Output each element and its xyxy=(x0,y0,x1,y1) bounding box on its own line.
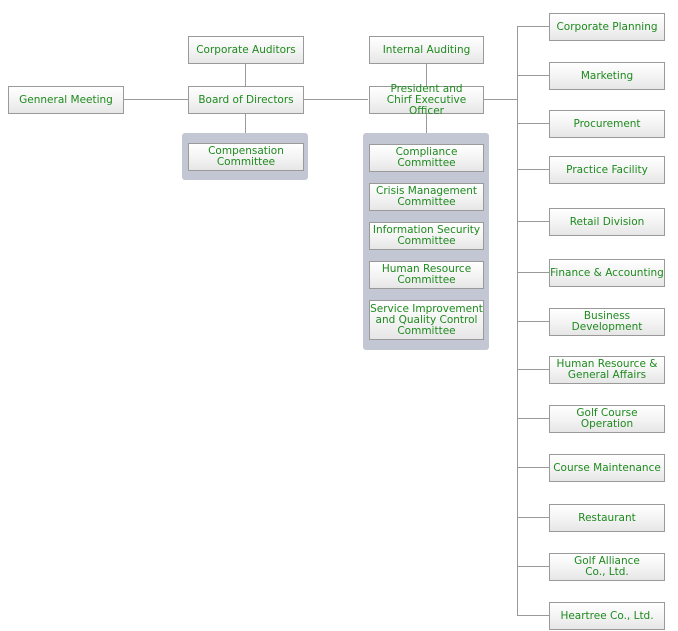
connector-board-compensation xyxy=(245,113,246,133)
president-ceo-box[interactable]: President and Chirf Executive Officer xyxy=(369,83,484,116)
department-connector xyxy=(517,169,549,170)
department-box[interactable]: Human Resource & General Affairs xyxy=(549,356,665,384)
department-connector xyxy=(517,615,549,616)
department-connector xyxy=(517,321,549,322)
committee-box[interactable]: Service Improvement and Quality Control … xyxy=(369,300,484,340)
department-box[interactable]: Procurement xyxy=(549,110,665,138)
internal-auditing-box[interactable]: Internal Auditing xyxy=(369,36,484,64)
department-connector xyxy=(517,467,549,468)
department-box[interactable]: Golf Alliance Co., Ltd. xyxy=(549,553,665,581)
department-box[interactable]: Marketing xyxy=(549,62,665,90)
committee-box[interactable]: Information Security Committee xyxy=(369,222,484,250)
department-connector xyxy=(517,566,549,567)
compensation-committee-box[interactable]: Compensation Committee xyxy=(188,143,304,171)
connector-auditors-board xyxy=(245,64,246,86)
connector-board-president xyxy=(303,99,368,100)
department-connector xyxy=(517,272,549,273)
department-box[interactable]: Practice Facility xyxy=(549,156,665,184)
department-box[interactable]: Restaurant xyxy=(549,504,665,532)
connector-president-committees xyxy=(426,113,427,133)
department-box[interactable]: Course Maintenance xyxy=(549,454,665,482)
department-connector xyxy=(517,517,549,518)
corporate-auditors-box[interactable]: Corporate Auditors xyxy=(188,36,304,64)
department-box[interactable]: Heartree Co., Ltd. xyxy=(549,602,665,630)
connector-internal-auditing-president xyxy=(426,64,427,86)
department-box[interactable]: Business Development xyxy=(549,308,665,336)
connector-general-meeting-board xyxy=(123,99,189,100)
department-box[interactable]: Retail Division xyxy=(549,208,665,236)
department-connector xyxy=(517,75,549,76)
connector-president-departments xyxy=(483,99,518,100)
department-connector xyxy=(517,369,549,370)
committee-box[interactable]: Crisis Management Committee xyxy=(369,183,484,211)
committee-box[interactable]: Compliance Committee xyxy=(369,144,484,172)
department-connector xyxy=(517,221,549,222)
department-connector xyxy=(517,418,549,419)
general-meeting-box[interactable]: Genneral Meeting xyxy=(8,86,124,114)
department-box[interactable]: Corporate Planning xyxy=(549,13,665,41)
department-box[interactable]: Golf Course Operation xyxy=(549,405,665,433)
department-connector xyxy=(517,123,549,124)
department-connector xyxy=(517,26,549,27)
department-box[interactable]: Finance & Accounting xyxy=(549,259,665,287)
committee-box[interactable]: Human Resource Committee xyxy=(369,261,484,289)
board-of-directors-box[interactable]: Board of Directors xyxy=(188,86,304,114)
